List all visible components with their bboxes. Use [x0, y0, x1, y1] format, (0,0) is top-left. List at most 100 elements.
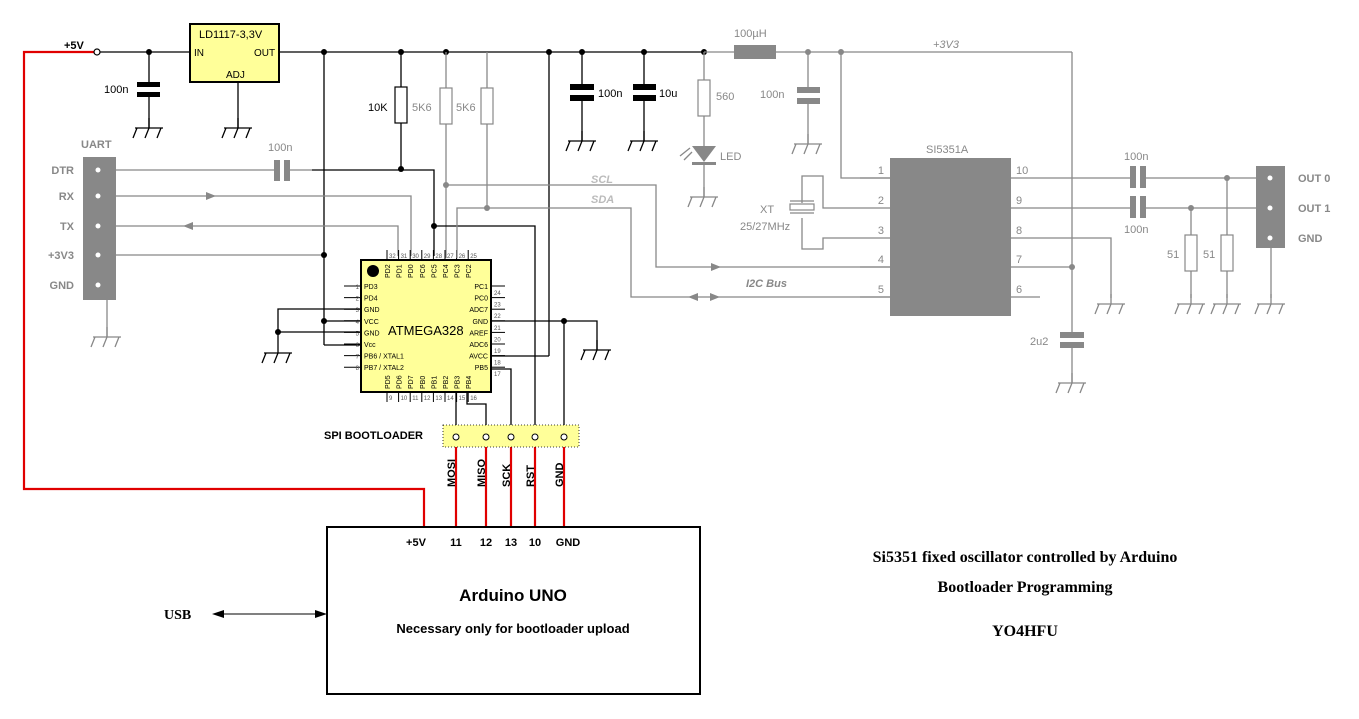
output-pin-label: OUT 0 [1298, 173, 1330, 185]
mcu-pin-label: PC3 [455, 264, 462, 278]
label-xtal-freq: 25/27MHz [740, 221, 790, 233]
arduino-pin-label: 10 [529, 537, 541, 549]
mcu-pin-label: PC0 [474, 296, 488, 303]
label-c-dtr: 100n [268, 142, 292, 154]
si5351-pin-number: 8 [1016, 225, 1022, 237]
label-3v3-rail: +3V3 [933, 39, 960, 51]
mcu-pin-number: 15 [459, 396, 466, 402]
ground-icon [580, 339, 612, 361]
si5351-body [890, 158, 1011, 316]
mcu-pin-number: 7 [356, 355, 360, 361]
label-sda: SDA [591, 194, 614, 206]
mcu-pin-label: VCC [364, 319, 379, 326]
mcu-pin-number: 9 [389, 396, 393, 402]
arduino-name: Arduino UNO [459, 586, 567, 605]
spi-signal-label: MOSI [446, 459, 458, 487]
mcu-pin-number: 3 [356, 308, 360, 314]
label-r-reset: 10K [368, 102, 388, 114]
si5351-pin-number: 6 [1016, 284, 1022, 296]
mcu-pin-number: 23 [494, 303, 501, 309]
ground-icon [1174, 293, 1206, 315]
uart-pin-label: TX [60, 221, 75, 233]
regulator-ld1117 [189, 23, 280, 83]
capacitor-100n-in [137, 82, 160, 87]
label-c-out0: 100n [1124, 151, 1148, 163]
label-c-filter: 100n [760, 89, 784, 101]
arduino-pin-label: GND [556, 537, 581, 549]
mcu-pin-number: 4 [356, 320, 360, 326]
mcu-pin-number: 30 [412, 254, 419, 260]
spi-signal-label: MISO [476, 458, 488, 487]
title-author: YO4HFU [992, 623, 1058, 640]
si5351-pin-number: 10 [1016, 165, 1028, 177]
uart-pin-label: GND [50, 280, 75, 292]
mcu-pin-number: 8 [356, 366, 360, 372]
mcu-pin-number: 32 [389, 254, 396, 260]
spi-pin [507, 433, 515, 441]
mcu-pin-number: 26 [459, 254, 466, 260]
mcu-pin-number: 6 [356, 343, 360, 349]
ground-icon [132, 117, 164, 139]
si5351-pin-number: 1 [878, 165, 884, 177]
mcu-pin-label: PC6 [420, 264, 427, 278]
capacitor-out0 [1130, 166, 1136, 188]
arrow-rx-icon [206, 192, 216, 200]
arrow-scl-icon [711, 263, 721, 271]
uart-pin-dot [95, 282, 101, 288]
mcu-pin-number: 27 [447, 254, 454, 260]
capacitor-100n-out [570, 84, 594, 90]
spi-signal-label: SCK [501, 464, 513, 487]
mcu-pin-label: PB1 [431, 376, 438, 389]
mcu-pin-number: 14 [447, 396, 454, 402]
mcu-pin-number: 21 [494, 326, 501, 332]
uart-pin-label: RX [59, 191, 75, 203]
output-pin-label: OUT 1 [1298, 203, 1330, 215]
ground-icon [90, 326, 122, 348]
mcu-pin-number: 1 [356, 285, 360, 291]
title-block: Si5351 fixed oscillator controlled by Ar… [873, 549, 1178, 640]
si5351-pin-number: 5 [878, 284, 884, 296]
mcu-pin-number: 31 [401, 254, 408, 260]
arduino-board [326, 526, 701, 695]
mcu-pin-label: PD1 [397, 264, 404, 278]
uart-header [83, 157, 116, 300]
label-inductor: 100µH [734, 28, 767, 40]
label-r-led: 560 [716, 91, 734, 103]
mcu-pin-label: PD6 [397, 375, 404, 389]
spi-pin [560, 433, 568, 441]
label-r-pull2: 5K6 [456, 102, 476, 114]
mcu-pin-number: 25 [470, 254, 477, 260]
ground-icon [687, 186, 719, 208]
mcu-pin-label: PD5 [385, 375, 392, 389]
mcu-pin-label: GND [364, 307, 380, 314]
label-c-out2: 10u [659, 88, 677, 100]
si5351-pin-number: 2 [878, 195, 884, 207]
ground-icon [221, 117, 253, 139]
mcu-pin-number: 20 [494, 337, 501, 343]
spi-title: SPI BOOTLOADER [324, 430, 423, 442]
resistor-10k [394, 86, 408, 124]
regulator-name: LD1117-3,3V [199, 29, 263, 41]
resistor-560 [697, 79, 711, 117]
mcu-pin-label: PB0 [420, 376, 427, 389]
ground-icon [791, 133, 823, 155]
regulator-adj: ADJ [226, 70, 245, 81]
arrow-tx-icon [183, 222, 193, 230]
output-pin-dot [1267, 175, 1273, 181]
label-xtal: XT [760, 204, 774, 216]
arrow-right-icon [315, 610, 327, 618]
mcu-pin-label: PD4 [364, 296, 378, 303]
mcu-pin-label: PB2 [443, 376, 450, 389]
label-r-term0: 51 [1167, 249, 1179, 261]
ground-icon [261, 342, 293, 364]
capacitor-2u2 [1060, 332, 1084, 338]
wire-5v-programming [22, 50, 426, 527]
output-pin-label: GND [1298, 233, 1323, 245]
mcu-pin-number: 5 [356, 331, 360, 337]
uart-pin-label: +3V3 [48, 250, 74, 262]
